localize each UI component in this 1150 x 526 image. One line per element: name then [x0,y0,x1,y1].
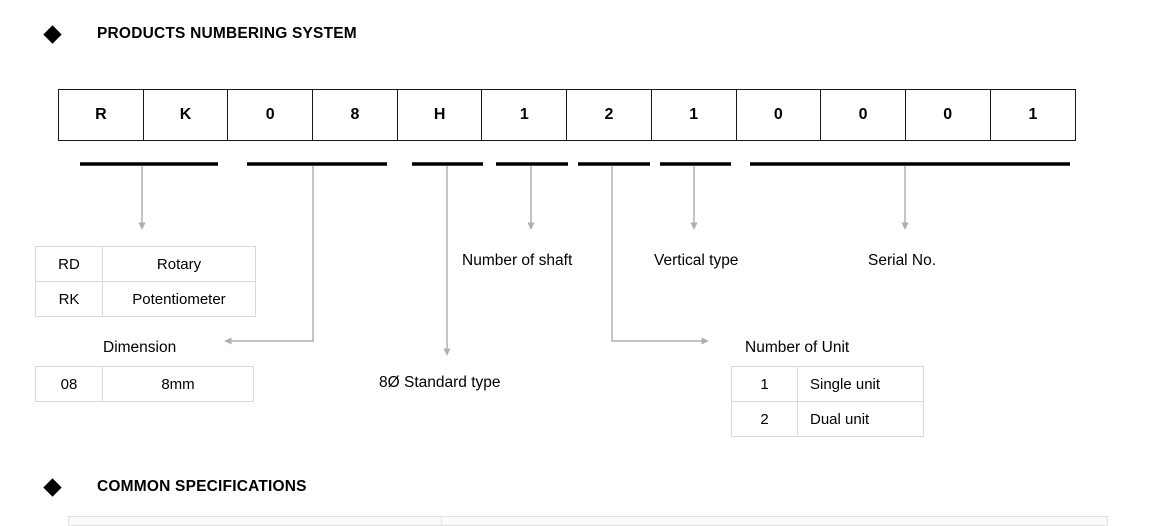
section-title: COMMON SPECIFICATIONS [97,478,307,495]
number-of-shaft-label: Number of shaft [462,252,573,269]
standard-type-label: 8Ø Standard type [379,374,501,391]
part-number-cell: 0 [228,90,314,140]
vertical-type-label: Vertical type [654,252,739,269]
part-number-cell: R [59,90,144,140]
type-code: RK [35,281,103,317]
unit-code: 1 [731,366,798,402]
part-number-cell: K [144,90,229,140]
part-number-cell: 0 [906,90,991,140]
type-name: Rotary [102,246,256,282]
table-column-divider [441,517,442,525]
part-number-cell: 2 [567,90,652,140]
section-heading-products-numbering: PRODUCTS NUMBERING SYSTEM [43,24,357,44]
part-number-cell: 8 [313,90,398,140]
part-number-cell: 1 [652,90,737,140]
table-row: RD Rotary [35,246,256,282]
table-row: 1 Single unit [731,366,924,402]
diamond-bullet-icon [43,24,62,44]
dimension-legend-table: 08 8mm [35,366,254,402]
common-specifications-table [68,516,1108,526]
table-row: 08 8mm [35,366,254,402]
table-row: RK Potentiometer [35,281,256,317]
dimension-code: 08 [35,366,103,402]
part-number-cell: 0 [737,90,822,140]
part-number-table: R K 0 8 H 1 2 1 0 0 0 1 [58,89,1077,141]
part-number-cell: 0 [821,90,906,140]
section-title: PRODUCTS NUMBERING SYSTEM [97,25,357,42]
unit-name: Single unit [797,366,924,402]
table-row: 2 Dual unit [731,401,924,437]
serial-no-label: Serial No. [868,252,937,269]
part-number-cell: H [398,90,483,140]
section-heading-common-specifications: COMMON SPECIFICATIONS [43,477,307,497]
part-number-cell: 1 [482,90,568,140]
dimension-name: 8mm [102,366,254,402]
dimension-label: Dimension [103,339,177,356]
unit-name: Dual unit [797,401,924,437]
unit-legend-table: 1 Single unit 2 Dual unit [731,366,924,437]
unit-code: 2 [731,401,798,437]
type-name: Potentiometer [102,281,256,317]
number-of-unit-label: Number of Unit [745,339,850,356]
type-legend-table: RD Rotary RK Potentiometer [35,246,256,317]
diamond-bullet-icon [43,477,62,497]
part-number-cell: 1 [1028,106,1038,123]
type-code: RD [35,246,103,282]
